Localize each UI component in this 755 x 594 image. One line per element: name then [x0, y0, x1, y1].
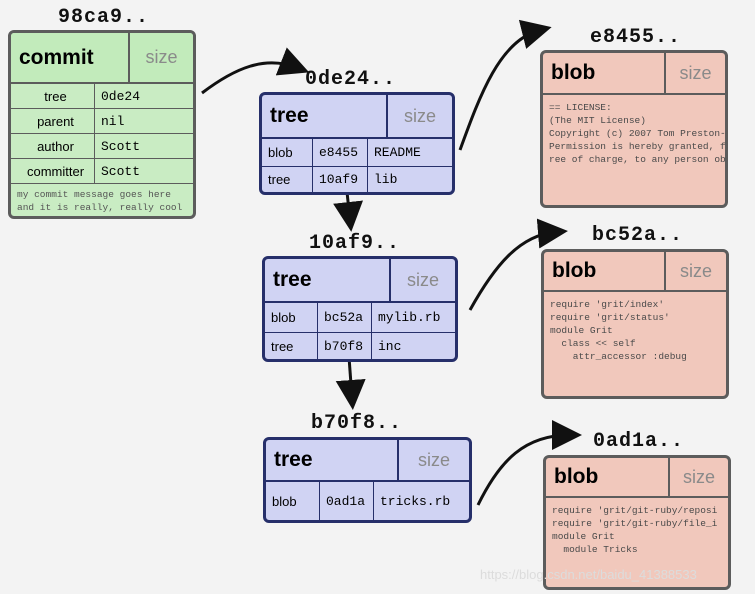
- blob-line: require 'grit/git-ruby/reposi: [552, 505, 718, 516]
- tree-entry-hash: 10af9: [313, 167, 368, 192]
- blob3-hash: 0ad1a..: [593, 430, 685, 453]
- commit-key-parent: parent: [11, 109, 95, 133]
- commit-row-committer: committer Scott: [11, 159, 193, 184]
- commit-size-label: size: [130, 33, 193, 82]
- commit-message-line: my commit message goes here: [17, 189, 171, 200]
- blob-line: Copyright (c) 2007 Tom Preston-: [549, 128, 726, 139]
- tree-entry-hash: e8455: [313, 139, 368, 166]
- blob2-size-label: size: [679, 260, 712, 281]
- tree-entry-hash: 0ad1a: [320, 482, 374, 520]
- tree-object-10af9: tree size blob bc52a mylib.rb tree b70f8…: [262, 256, 458, 362]
- tree-object-0de24: tree size blob e8455 README tree 10af9 l…: [259, 92, 455, 195]
- blob-line: module Grit: [550, 325, 613, 336]
- tree3-hash: b70f8..: [311, 412, 403, 435]
- tree-entry-kind: blob: [266, 482, 320, 520]
- blob3-content: require 'grit/git-ruby/reposi require 'gr…: [546, 498, 728, 562]
- commit-row-author: author Scott: [11, 134, 193, 159]
- commit-row-tree: tree 0de24: [11, 84, 193, 109]
- tree-entry-kind: tree: [262, 167, 313, 192]
- blob-line: require 'grit/index': [550, 299, 665, 310]
- commit-type-label: commit: [11, 33, 130, 82]
- arrow-tree-to-blob-bc52a: [468, 218, 568, 311]
- blob-line: Permission is hereby granted, f: [549, 141, 726, 152]
- tree-entry: tree b70f8 inc: [265, 333, 455, 359]
- tree2-size-label: size: [406, 269, 439, 290]
- tree1-size-label: size: [403, 105, 436, 126]
- tree-entry-hash: b70f8: [318, 333, 372, 359]
- blob3-size-label: size: [682, 466, 715, 487]
- commit-value-parent: nil: [101, 113, 125, 129]
- commit-message: my commit message goes here and it is re…: [11, 184, 193, 216]
- blob-line: class << self: [550, 338, 636, 349]
- blob-line: (The MIT License): [549, 115, 646, 126]
- blob3-type-label: blob: [546, 458, 670, 496]
- blob2-hash: bc52a..: [592, 224, 684, 247]
- tree-entry: blob e8455 README: [262, 139, 452, 167]
- blob2-content: require 'grit/index' require 'grit/status…: [544, 292, 726, 369]
- tree1-type-label: tree: [262, 95, 388, 137]
- tree-object-b70f8: tree size blob 0ad1a tricks.rb: [263, 437, 472, 523]
- tree-entry: blob bc52a mylib.rb: [265, 303, 455, 333]
- arrow-tree-to-tree-10af9: [333, 191, 363, 232]
- tree3-size-label: size: [417, 449, 450, 470]
- watermark: https://blog.csdn.net/baidu_41388533: [480, 567, 697, 582]
- tree-entry-kind: blob: [262, 139, 313, 166]
- tree-entry: blob 0ad1a tricks.rb: [266, 482, 469, 520]
- tree-entry-kind: blob: [265, 303, 318, 332]
- blob1-content: == LICENSE: (The MIT License) Copyright (c…: [543, 95, 725, 172]
- blob-line: require 'grit/status': [550, 312, 670, 323]
- arrow-commit-to-tree: [201, 47, 310, 95]
- commit-key-author: author: [11, 134, 95, 158]
- tree-entry-hash: bc52a: [318, 303, 372, 332]
- blob-object-e8455: blob size == LICENSE: (The MIT License) Co…: [540, 50, 728, 208]
- tree-entry: tree 10af9 lib: [262, 167, 452, 192]
- blob-line: == LICENSE:: [549, 102, 612, 113]
- blob-line: module Grit: [552, 531, 615, 542]
- tree3-type-label: tree: [266, 440, 399, 480]
- blob-line: ree of charge, to any person ob: [549, 154, 726, 165]
- blob1-size-label: size: [679, 62, 712, 83]
- tree2-hash: 10af9..: [309, 232, 401, 255]
- tree-entry-name: inc: [378, 338, 402, 354]
- tree-entry-name: tricks.rb: [380, 493, 451, 509]
- tree2-type-label: tree: [265, 259, 391, 301]
- commit-hash: 98ca9..: [58, 6, 150, 29]
- commit-object: commit size tree 0de24 parent nil author…: [8, 30, 196, 219]
- blob1-hash: e8455..: [590, 26, 682, 49]
- tree-entry-name: README: [374, 145, 421, 160]
- blob2-type-label: blob: [544, 252, 666, 290]
- commit-value-committer: Scott: [101, 163, 141, 179]
- arrow-tree-to-blob-e8455: [458, 19, 552, 151]
- commit-key-tree: tree: [11, 84, 95, 108]
- tree-entry-kind: tree: [265, 333, 318, 359]
- commit-row-parent: parent nil: [11, 109, 193, 134]
- blob-line: require 'grit/git-ruby/file_i: [552, 518, 718, 529]
- blob1-type-label: blob: [543, 53, 666, 93]
- commit-message-line: and it is really, really cool: [17, 202, 183, 213]
- blob-line: attr_accessor :debug: [550, 351, 687, 362]
- tree1-hash: 0de24..: [305, 68, 397, 91]
- commit-value-author: Scott: [101, 138, 141, 154]
- blob-line: module Tricks: [552, 544, 638, 555]
- commit-value-tree: 0de24: [101, 88, 141, 104]
- arrow-tree-to-blob-0ad1a: [476, 420, 582, 506]
- tree-entry-name: lib: [374, 172, 398, 187]
- arrow-tree-to-tree-b70f8: [335, 356, 366, 410]
- blob-object-bc52a: blob size require 'grit/index'require 'g…: [541, 249, 729, 399]
- commit-key-committer: committer: [11, 159, 95, 183]
- tree-entry-name: mylib.rb: [378, 310, 441, 325]
